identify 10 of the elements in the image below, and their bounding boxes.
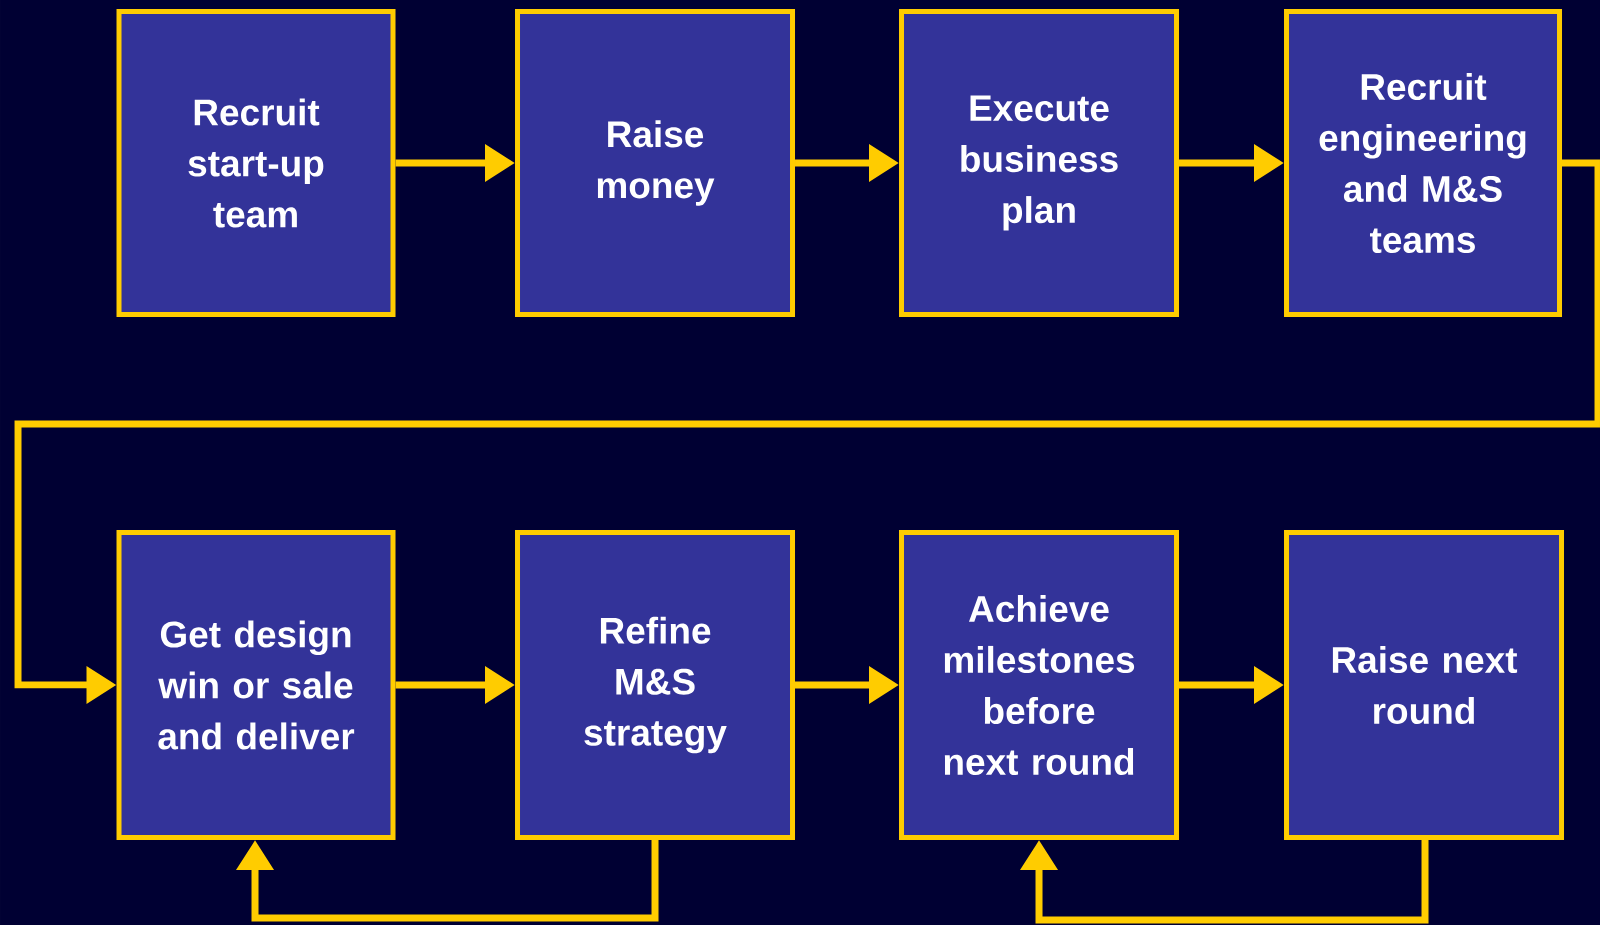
process-box: Recruit start-up team (116, 9, 396, 317)
process-box: Refine M&S strategy (515, 530, 795, 840)
process-box: Recruit engineering and M&S teams (1284, 9, 1562, 317)
process-box: Achieve milestones before next round (899, 530, 1179, 840)
process-box: Execute business plan (899, 9, 1179, 317)
process-box: Get design win or sale and deliver (116, 530, 396, 840)
process-box: Raise next round (1284, 530, 1564, 840)
arrow (236, 840, 659, 922)
arrow (1020, 840, 1429, 924)
process-box: Raise money (515, 9, 795, 317)
